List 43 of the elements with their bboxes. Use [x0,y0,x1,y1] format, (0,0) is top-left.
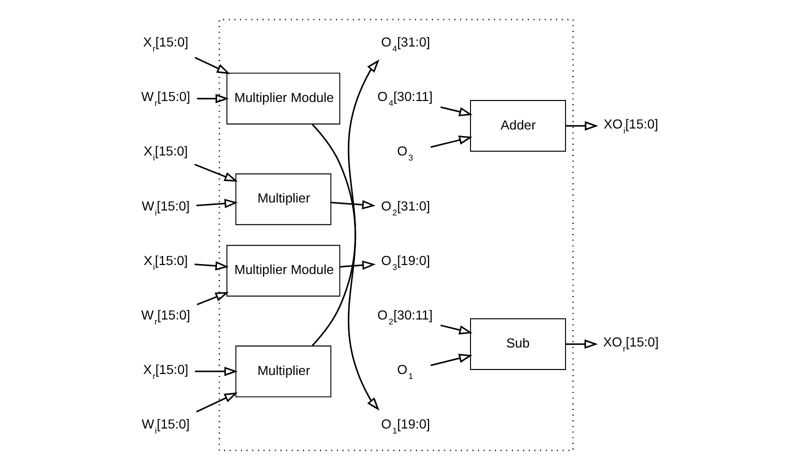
arrow [312,59,380,346]
arrow [340,260,376,270]
arrow [194,56,230,74]
arrow [196,198,238,208]
node-text: O$_{4}$[30:11] [377,89,433,108]
node-box: Sub [470,318,566,370]
node-text: XO$_{r}$[15:0] [603,334,659,354]
node-text: W$_{i}$[15:0] [142,198,190,218]
node-box: Adder [470,100,566,152]
cluster [218,18,574,452]
arrow [194,366,238,376]
node-box: Multiplier Module [226,72,340,124]
arrow [430,136,472,148]
arrow [566,121,598,131]
arrow [196,392,238,412]
node-text: X$_{r}$[15:0] [143,34,188,54]
node-text: W$_{i}$[15:0] [142,416,190,436]
node-box: Multiplier [235,346,332,398]
arrow [196,292,229,306]
arrow [197,94,229,104]
node-box: Multiplier [235,173,332,226]
arrow [330,200,376,210]
node-text: W$_{r}$[15:0] [141,307,190,326]
arrow [440,324,473,335]
node-text: O$_{1}$[19:0] [381,416,430,436]
node-text: W$_{r}$[15:0] [141,89,190,108]
arrow [194,261,229,271]
node-text: X$_{i}$[15:0] [144,144,188,163]
node-text: O$_{3}$ [397,144,414,163]
node-text: X$_{r}$[15:0] [143,362,188,381]
node-box: Multiplier Module [226,244,340,297]
arrow [440,106,473,116]
arrow [566,339,598,349]
node-text: O$_{2}$[31:0] [381,198,430,218]
node-text: O$_{2}$[30:11] [377,307,433,326]
arrow [194,164,238,182]
node-text: O$_{1}$ [397,362,414,381]
node-text: O$_{4}$[31:0] [381,34,430,54]
node-text: XO$_{i}$[15:0] [604,116,658,136]
node-text: O$_{3}$[19:0] [381,252,430,272]
arrow [312,124,380,411]
node-text: X$_{i}$[15:0] [144,252,188,272]
arrow [430,354,472,366]
